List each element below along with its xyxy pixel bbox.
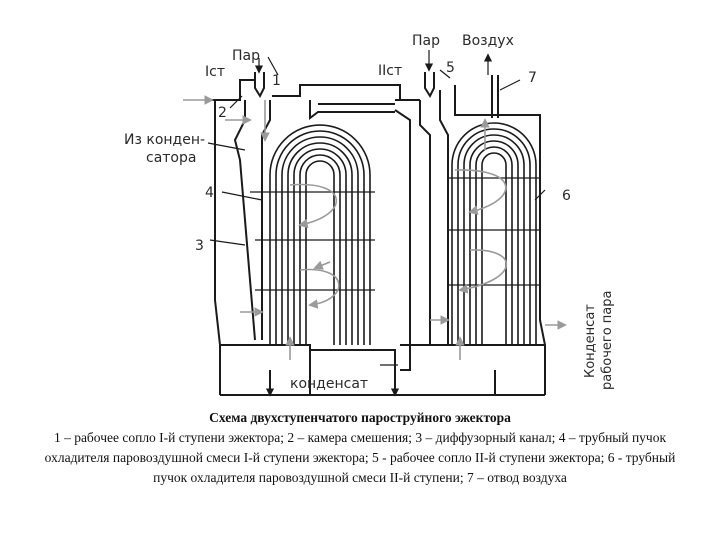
label-from-condenser-line2: сатора — [146, 150, 196, 166]
label-steam-1: Пар — [232, 48, 260, 64]
label-from-condenser-line1: Из конден- — [124, 132, 205, 148]
label-num-1: 1 — [272, 73, 281, 89]
label-num-3: 3 — [195, 238, 204, 254]
caption-body: 1 – рабочее сопло I-й ступени эжектора; … — [44, 430, 676, 485]
io-arrows — [207, 50, 546, 397]
label-num-6: 6 — [562, 188, 571, 204]
tube-bundle-stage-2 — [448, 122, 540, 345]
label-num-4: 4 — [205, 185, 214, 201]
label-num-2: 2 — [218, 105, 227, 121]
label-stage-2: IIст — [378, 63, 402, 79]
tube-bundle-stage-1 — [250, 124, 375, 345]
label-num-5: 5 — [446, 60, 455, 76]
flow-arrows — [183, 95, 567, 360]
label-working-condensate-line2: рабочего пара — [600, 291, 615, 390]
label-working-condensate-line1: Конденсат — [583, 304, 598, 378]
label-air: Воздух — [462, 33, 514, 49]
label-stage-1: Iст — [205, 64, 225, 80]
label-condensate: конденсат — [290, 376, 368, 392]
interstage-pipe — [309, 99, 420, 120]
nozzle-stage-1 — [254, 72, 265, 99]
figure-caption: Схема двухступенчатого пароструйного эже… — [30, 408, 690, 488]
label-steam-2: Пар — [412, 33, 440, 49]
ejector-diagram: Пар Iст 1 2 Из конден- сатора 4 3 Пар Во… — [124, 33, 615, 397]
label-num-7: 7 — [528, 70, 537, 86]
nozzle-stage-2 — [424, 72, 435, 99]
caption-title: Схема двухступенчатого пароструйного эже… — [209, 410, 511, 425]
